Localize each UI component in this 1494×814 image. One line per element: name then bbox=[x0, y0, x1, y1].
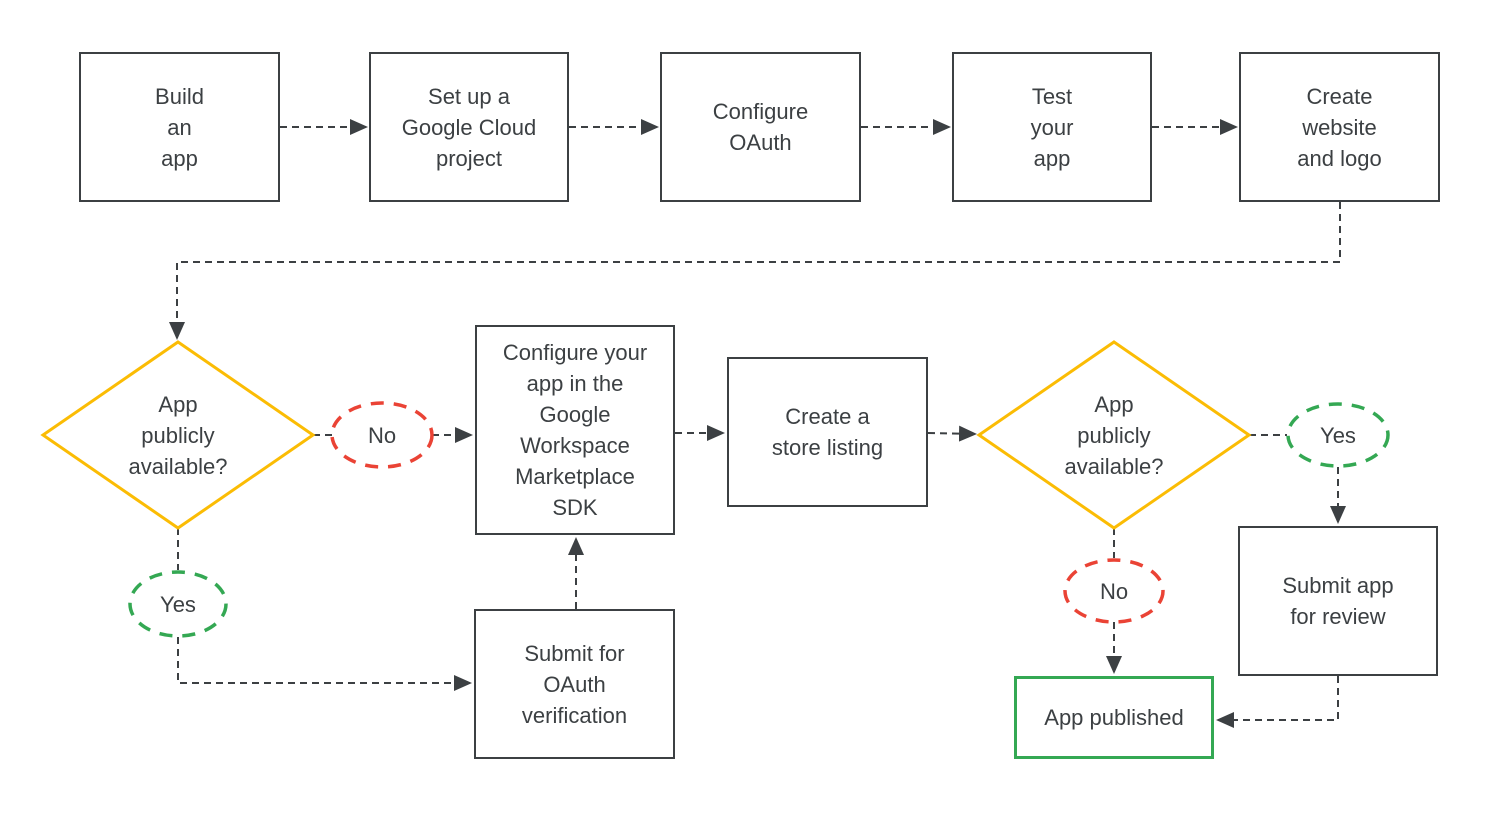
connector-review-to-published bbox=[1216, 676, 1339, 728]
connector-listing-to-decision2 bbox=[927, 425, 977, 442]
decision2-diamond bbox=[976, 340, 1252, 530]
connector-website-to-decision1 bbox=[169, 202, 1341, 340]
node-app-published: App published bbox=[1014, 676, 1214, 759]
node-submit-oauth-verification: Submit for OAuth verification bbox=[474, 609, 675, 759]
node-create-store-listing: Create a store listing bbox=[727, 357, 928, 507]
node-test-your-app: Test your app bbox=[952, 52, 1152, 202]
node-configure-marketplace-sdk: Configure your app in the Google Workspa… bbox=[475, 325, 675, 535]
no2-ellipse bbox=[1063, 558, 1165, 624]
node-submit-app-for-review: Submit app for review bbox=[1238, 526, 1438, 676]
node-create-website-and-logo: Create website and logo bbox=[1239, 52, 1440, 202]
decision1-diamond bbox=[40, 340, 316, 530]
node-setup-google-cloud-project: Set up a Google Cloud project bbox=[369, 52, 569, 202]
node-build-app: Build an app bbox=[79, 52, 280, 202]
no1-ellipse bbox=[330, 401, 434, 469]
node-configure-oauth: Configure OAuth bbox=[660, 52, 861, 202]
yes2-ellipse bbox=[1286, 402, 1390, 468]
connector-yes-to-oauth-verification bbox=[177, 637, 472, 691]
yes1-ellipse bbox=[128, 570, 228, 638]
